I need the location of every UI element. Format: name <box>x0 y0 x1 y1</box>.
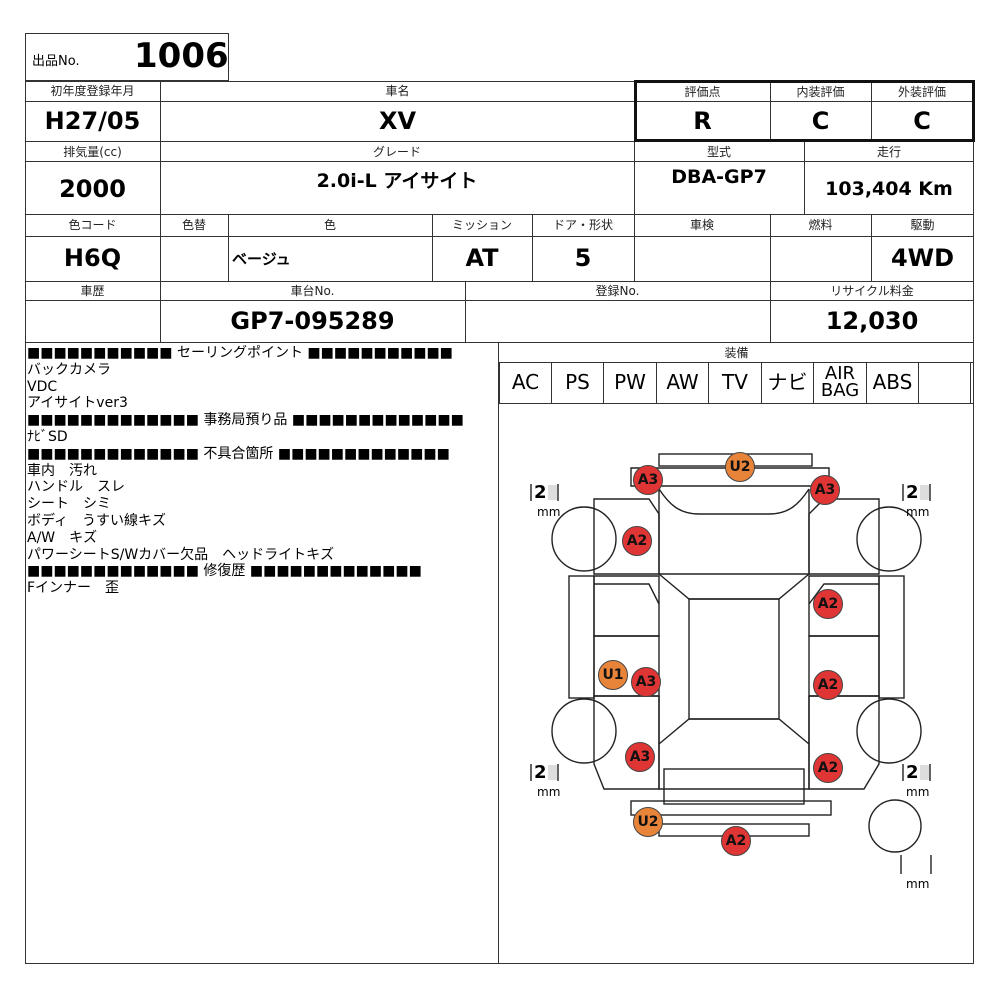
front-frame <box>658 489 810 575</box>
trunk <box>663 768 805 805</box>
score-highlight-frame <box>634 80 975 142</box>
reg-year-value: H27/05 <box>44 107 141 135</box>
equipment-navi: ナビ <box>762 363 814 403</box>
transmission-label: ミッション <box>451 218 512 232</box>
damage-mark: A2 <box>813 589 843 619</box>
displacement-label: 排気量(cc) <box>63 145 122 159</box>
color-change-label: 色替 <box>181 218 206 232</box>
recycle-value: 12,030 <box>825 307 919 335</box>
equipment-airbag: AIR BAG <box>814 363 867 403</box>
damage-mark: A2 <box>813 670 843 700</box>
tire-front-right-unit: mm <box>906 505 930 519</box>
equipment-label: 装備 <box>724 346 749 360</box>
spare-wheel <box>868 799 922 853</box>
tire-rear-left-unit: mm <box>537 785 561 799</box>
color-code-value: H6Q <box>63 244 122 272</box>
equipment-ac: AC <box>500 363 552 403</box>
inspection-label: 車検 <box>689 218 714 232</box>
tire-front-right: 2 <box>906 482 919 503</box>
left-pillar <box>568 575 595 699</box>
equipment-aw: AW <box>657 363 709 403</box>
damage-mark: A2 <box>813 753 843 783</box>
score-label: 評価点 <box>684 85 721 99</box>
tire-rear-right-unit: mm <box>906 785 930 799</box>
equipment-abs: ABS <box>867 363 919 403</box>
grade-value: 2.0i-L アイサイト <box>316 170 478 192</box>
damage-mark: A3 <box>633 465 663 495</box>
lot-box: 出品No. 1006 <box>25 33 229 81</box>
damage-mark: U2 <box>725 452 755 482</box>
rear-window <box>658 718 810 745</box>
chassis-value: GP7-095289 <box>230 307 395 335</box>
equipment-pw: PW <box>604 363 657 403</box>
car-name-value: XV <box>378 107 417 135</box>
damage-mark: A3 <box>625 742 655 772</box>
front-left-wheel <box>551 506 617 572</box>
doors-value: 5 <box>574 244 592 272</box>
grade-label: グレード <box>372 145 421 159</box>
damage-mark: A2 <box>622 526 652 556</box>
reg-year-label: 初年度登録年月 <box>50 84 135 98</box>
hood <box>658 488 810 515</box>
tire-front-left: 2 <box>534 482 547 503</box>
model-label: 型式 <box>706 145 731 159</box>
form-frame <box>25 81 974 964</box>
right-pillar <box>878 575 905 699</box>
lot-number: 1006 <box>134 36 229 76</box>
notes-text: ■■■■■■■■■■■ セーリングポイント ■■■■■■■■■■■ バックカメラ… <box>27 345 464 597</box>
damage-mark: A2 <box>721 826 751 856</box>
car-damage-diagram <box>530 453 932 874</box>
rear-right-wheel <box>856 698 922 764</box>
drive-label: 駆動 <box>910 218 935 232</box>
damage-mark: A3 <box>810 475 840 505</box>
recycle-label: リサイクル料金 <box>830 284 914 298</box>
model-value: DBA-GP7 <box>671 166 767 188</box>
chassis-label: 車台No. <box>290 284 335 298</box>
rear-frame <box>658 696 810 790</box>
color-label: 色 <box>323 218 336 232</box>
score-value: R <box>693 107 712 135</box>
interior-value: C <box>811 107 830 135</box>
doors-label: ドア・形状 <box>552 218 613 232</box>
tire-front-left-unit: mm <box>537 505 561 519</box>
exterior-value: C <box>913 107 931 135</box>
mileage-label: 走行 <box>876 145 901 159</box>
rear-bumper <box>630 800 832 816</box>
interior-label: 内装評価 <box>796 85 845 99</box>
color-value: ベージュ <box>232 250 291 268</box>
roof <box>688 598 780 720</box>
damage-mark: A3 <box>631 667 661 697</box>
color-code-label: 色コード <box>68 218 117 232</box>
damage-mark: U2 <box>633 807 663 837</box>
windshield <box>658 573 810 600</box>
tire-rear-right: 2 <box>906 762 919 783</box>
exterior-label: 外装評価 <box>897 85 946 99</box>
history-label: 車歴 <box>80 284 105 298</box>
transmission-value: AT <box>465 244 499 272</box>
tire-spare-unit: mm <box>906 877 930 891</box>
equipment-ps: PS <box>552 363 604 403</box>
equipment-empty <box>919 363 971 403</box>
rear-left-fender <box>593 695 660 790</box>
displacement-value: 2000 <box>59 175 126 203</box>
fuel-label: 燃料 <box>808 218 833 232</box>
front-left-fender <box>593 498 660 575</box>
registration-label: 登録No. <box>595 284 640 298</box>
rear-left-wheel <box>551 698 617 764</box>
mileage-value: 103,404 Km <box>825 178 953 200</box>
tire-rear-left: 2 <box>534 762 547 783</box>
equipment-tv: TV <box>709 363 762 403</box>
drive-value: 4WD <box>890 244 955 272</box>
front-left-door-window <box>594 583 660 605</box>
car-name-label: 車名 <box>385 84 410 98</box>
front-right-wheel <box>856 506 922 572</box>
damage-mark: U1 <box>598 660 628 690</box>
lot-label: 出品No. <box>32 54 80 69</box>
